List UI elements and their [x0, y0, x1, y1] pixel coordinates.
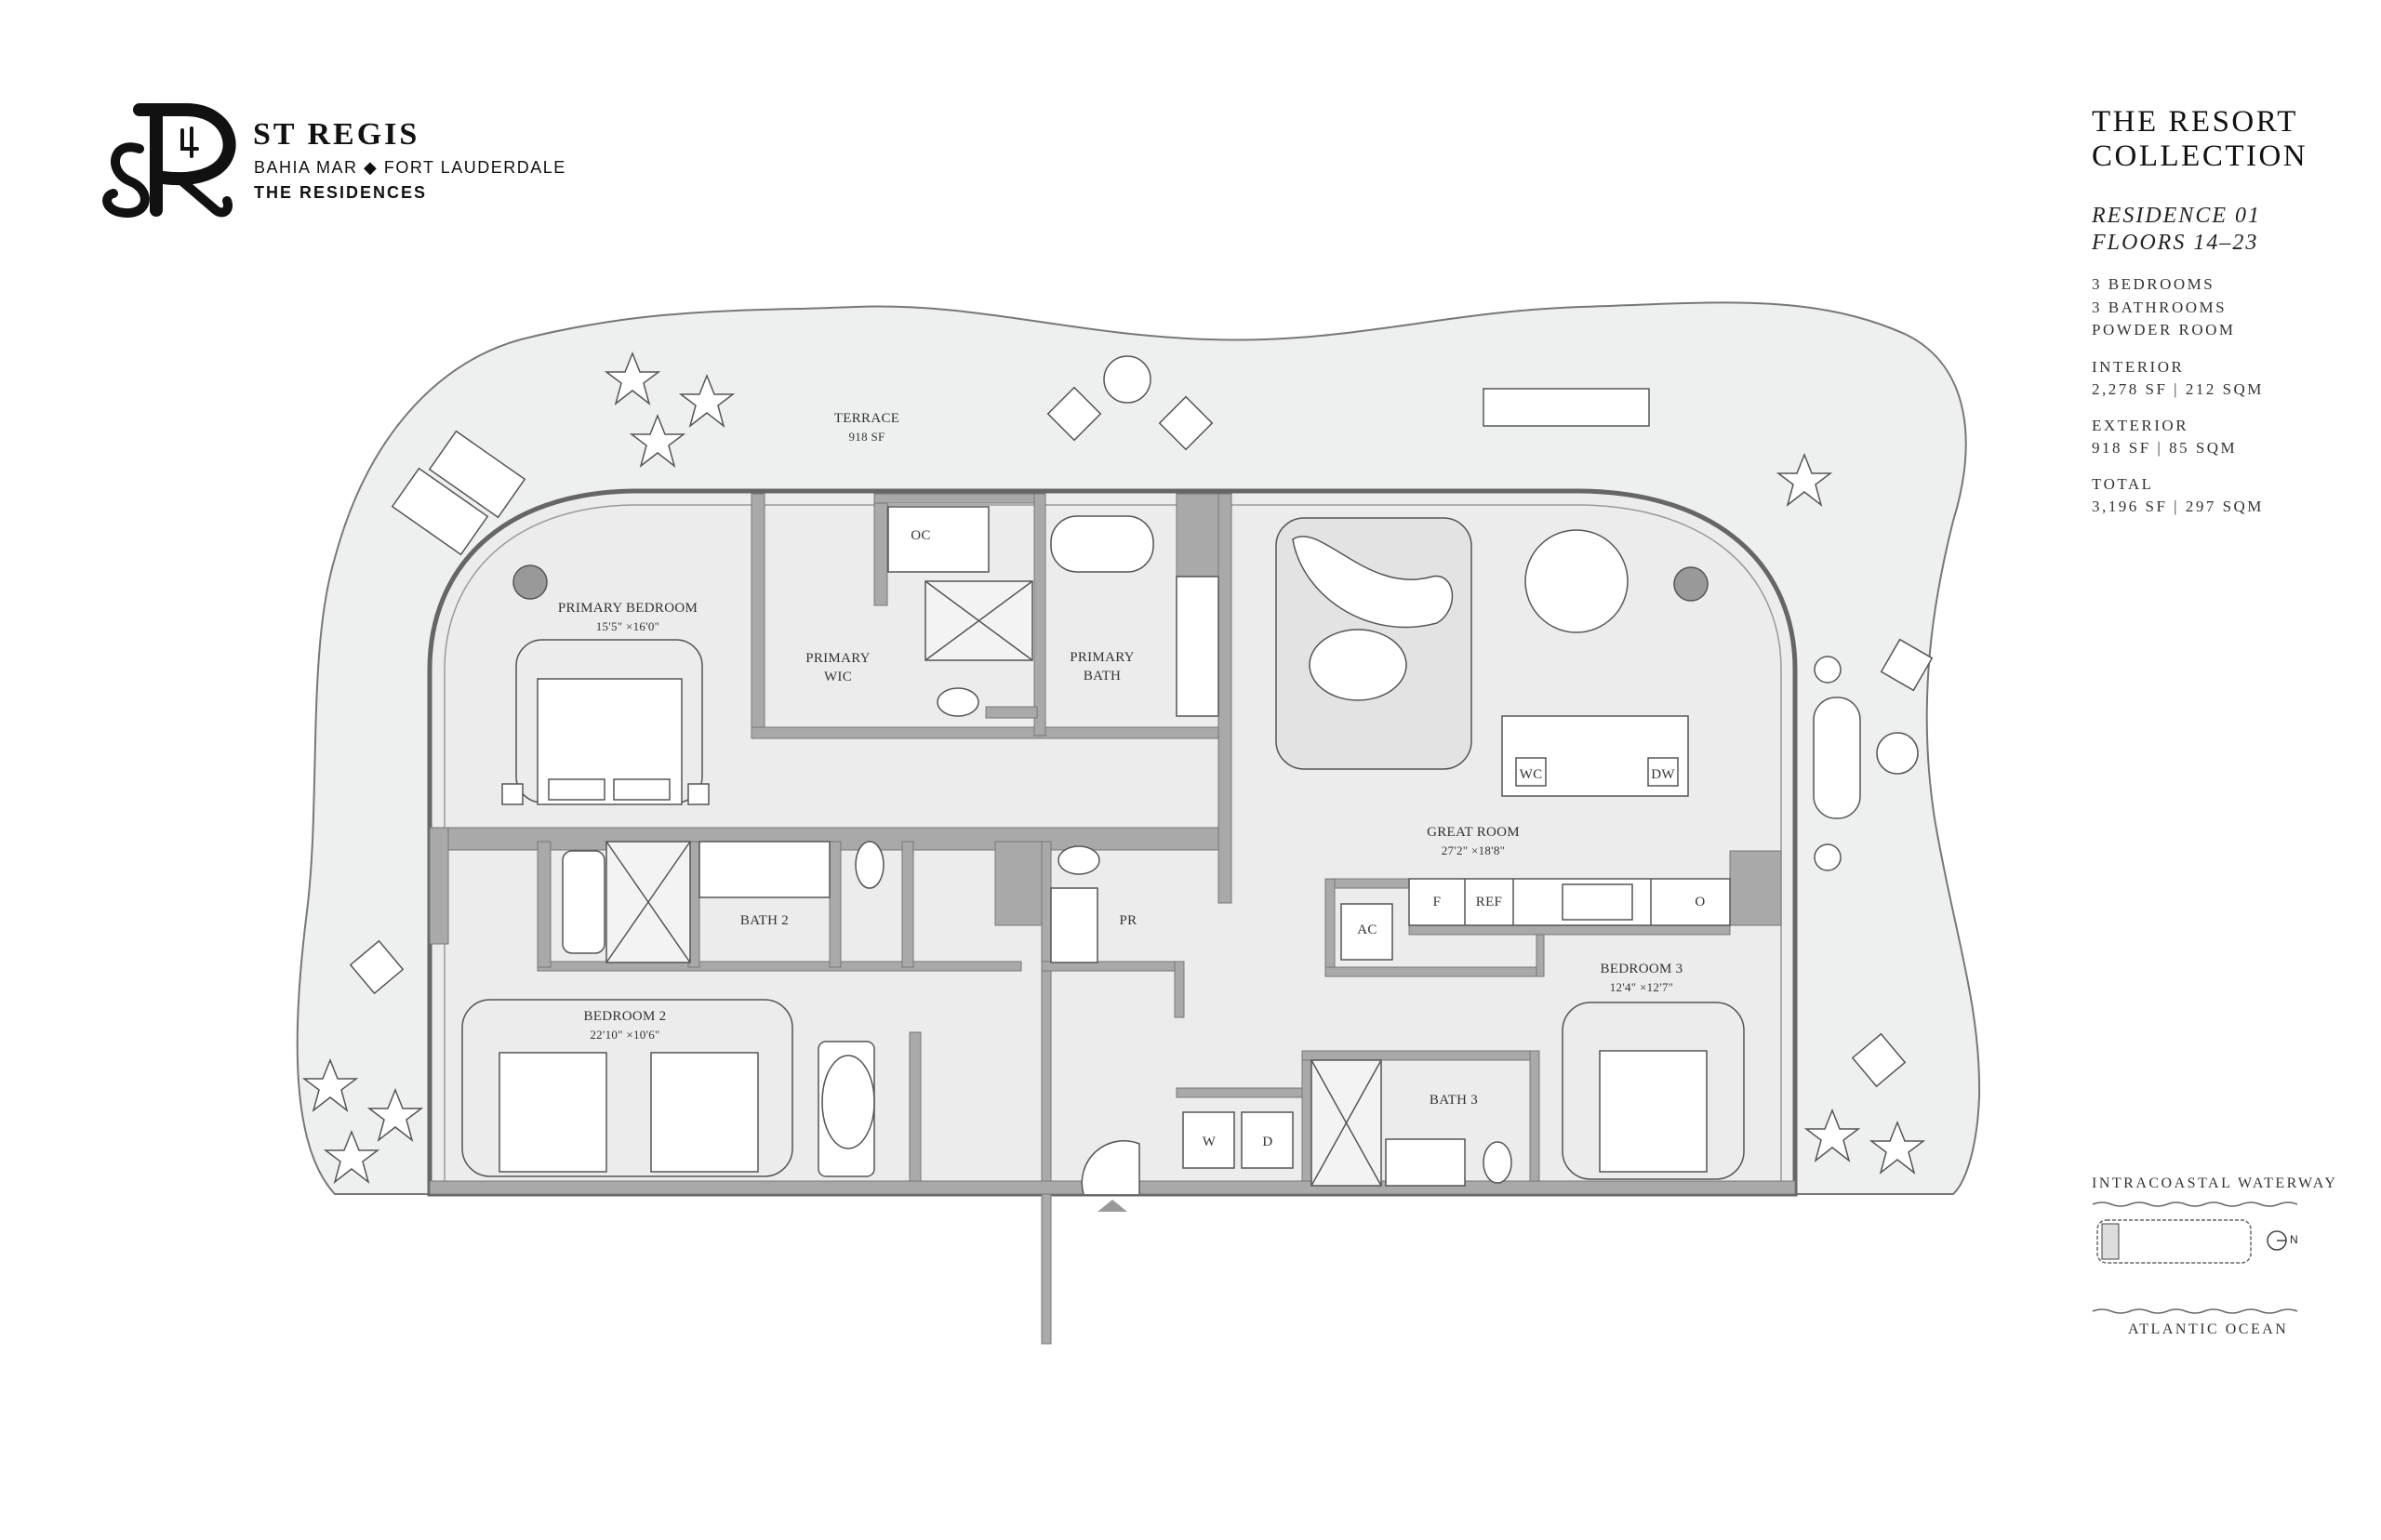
- ac-label: AC: [1357, 923, 1377, 937]
- total-label: TOTAL: [2092, 474, 2154, 493]
- primary-bedroom-size: 15'5" ×16'0": [595, 619, 660, 633]
- cooktop: [1562, 883, 1633, 921]
- terrace-label: TERRACE: [833, 411, 900, 426]
- waterway-label: INTRACOASTAL WATERWAY: [2092, 1175, 2338, 1191]
- palm-tree-icons: [301, 351, 1926, 1184]
- primary-wic-label-2: WIC: [823, 670, 853, 684]
- residence-label: RESIDENCE 01: [2092, 204, 2261, 228]
- brand-location: BAHIA MAR ◆ FORT LAUDERDALE: [254, 158, 566, 177]
- bedroom3-size: 12'4" ×12'7": [1609, 980, 1674, 994]
- refrigerator-label: REF: [1475, 895, 1503, 909]
- chaise: [821, 1055, 875, 1149]
- ac-unit: [1340, 903, 1393, 961]
- wave-bottom: [2092, 1308, 2298, 1314]
- great-room-size: 27'2" ×18'8": [1441, 843, 1506, 857]
- powder-room: POWDER ROOM: [2092, 321, 2236, 339]
- dining-outdoor: [1483, 388, 1650, 427]
- lounger-1: [391, 467, 489, 556]
- bedroom2-label: BEDROOM 2: [583, 1009, 667, 1024]
- collection-title-2: COLLECTION: [2092, 139, 2308, 173]
- washer: [1182, 1111, 1235, 1169]
- toilet-bath2: [855, 841, 885, 889]
- lounger-2: [428, 430, 526, 519]
- bath2-label: BATH 2: [739, 913, 790, 928]
- toilet-primary: [937, 687, 979, 717]
- brand-name: ST REGIS: [253, 117, 420, 152]
- info-panel: THE RESORT COLLECTION RESIDENCE 01 FLOOR…: [2092, 105, 2308, 519]
- interior-value: 2,278 SF | 212 SQM: [2092, 380, 2264, 398]
- residence-highlight: [2101, 1223, 2120, 1260]
- bed-bedroom2-a: [499, 1052, 607, 1173]
- freezer-label: F: [1432, 895, 1442, 909]
- st-regis-logo: [102, 103, 236, 219]
- building-outline: [2096, 1219, 2252, 1264]
- exterior-label: EXTERIOR: [2092, 416, 2189, 434]
- bed-bedroom3: [1599, 1050, 1708, 1173]
- sofa: [1292, 536, 1453, 629]
- primary-wic-label: PRIMARY: [805, 651, 871, 666]
- wc-label: WC: [1519, 767, 1543, 782]
- ocean-label: ATLANTIC OCEAN: [2128, 1321, 2289, 1337]
- floors-label: FLOORS 14–23: [2092, 231, 2259, 255]
- bed-bedroom2-b: [650, 1052, 759, 1173]
- oc-cabinet: [887, 506, 990, 573]
- toilet-pr: [1057, 845, 1100, 875]
- rug-bedroom3: [1562, 1002, 1745, 1180]
- toilet-bath3: [1483, 1141, 1512, 1184]
- vanity-bath3: [1385, 1138, 1466, 1187]
- primary-bedroom-label: PRIMARY BEDROOM: [557, 601, 698, 616]
- bath3-label: BATH 3: [1429, 1093, 1479, 1108]
- pool-lounger: [1813, 697, 1861, 819]
- bedroom3-label: BEDROOM 3: [1600, 962, 1683, 976]
- entry-door: [1081, 1140, 1140, 1195]
- bathtub-primary: [1050, 515, 1154, 573]
- exterior-value: 918 SF | 85 SQM: [2092, 439, 2238, 457]
- vanity-bath2: [698, 841, 831, 898]
- oven-label: O: [1695, 895, 1706, 909]
- bathtub-bath2: [562, 850, 605, 954]
- bathrooms-count: 3 BATHROOMS: [2092, 298, 2228, 316]
- dryer-label: D: [1262, 1135, 1273, 1149]
- entry-arrow-icon: [1097, 1200, 1127, 1212]
- key-plan: [2092, 1201, 2298, 1314]
- washer-label: W: [1202, 1135, 1217, 1149]
- primary-bath-label-2: BATH: [1083, 669, 1122, 684]
- north-label: N: [2290, 1233, 2298, 1246]
- bedrooms-count: 3 BEDROOMS: [2092, 275, 2215, 293]
- wave-top: [2092, 1201, 2298, 1207]
- dw-label: DW: [1651, 767, 1675, 782]
- collection-title-1: THE RESORT: [2092, 105, 2298, 139]
- brand-tagline: THE RESIDENCES: [254, 183, 428, 202]
- dryer: [1241, 1111, 1294, 1169]
- vanity-pr: [1050, 887, 1098, 963]
- coffee-table: [1309, 629, 1407, 701]
- bedroom2-size: 22'10" ×10'6": [590, 1028, 660, 1042]
- fixtures: [562, 506, 1731, 1187]
- terrace-size: 918 SF: [848, 430, 885, 444]
- interior-label: INTERIOR: [2092, 357, 2185, 376]
- rug-bedroom2: [461, 999, 793, 1177]
- oc-label: OC: [911, 528, 931, 543]
- total-value: 3,196 SF | 297 SQM: [2092, 498, 2264, 515]
- dining-table: [1524, 529, 1629, 633]
- primary-bath-label: PRIMARY: [1070, 650, 1135, 665]
- powder-room-label: PR: [1119, 913, 1137, 928]
- glazing-line: [444, 504, 1782, 1181]
- great-room-label: GREAT ROOM: [1427, 825, 1520, 840]
- vanity-primary: [1176, 576, 1219, 717]
- furniture: [349, 355, 1934, 1180]
